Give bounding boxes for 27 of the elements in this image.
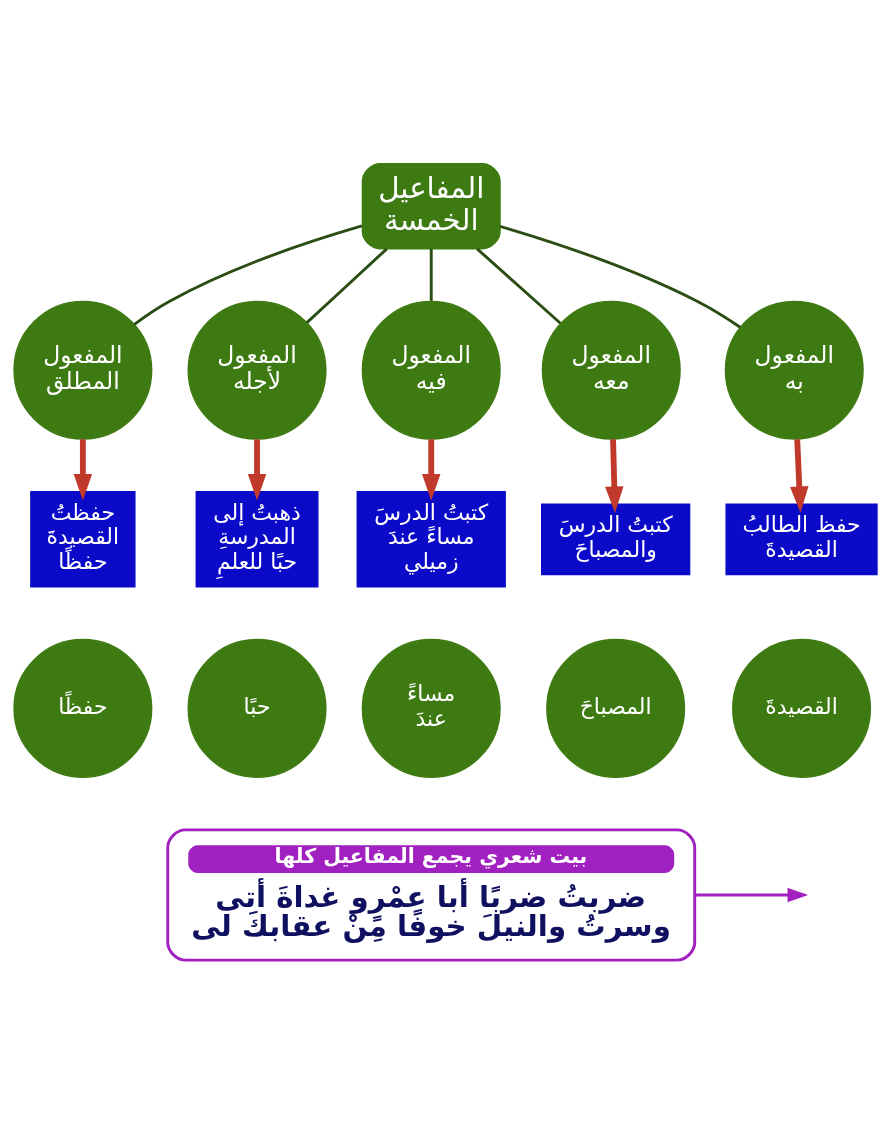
arrow (73, 439, 93, 501)
node-box: كتبتُ الدرسَ مساءً عندَ زميلي (356, 491, 506, 588)
arrow (422, 439, 441, 501)
arrow (790, 439, 809, 513)
node-circle: حفظًا (13, 638, 153, 778)
connector (133, 224, 363, 326)
node-box: حفظ الطالبُ القصيدةَ (725, 503, 878, 576)
node-box: حفظتُ القصيدةَ حفظًا (30, 491, 136, 588)
node-box: بيت شعري يجمع المفاعيل كلها ضربتُ ضربًا أبا عمْرٍو غداةَ أتى وسرتُ والنيلَ خوفًا مِنْ عقابكَ لى (166, 828, 697, 962)
connector (305, 247, 388, 324)
node-circle: المصباحَ (546, 638, 686, 778)
connector (429, 248, 433, 301)
node-box: المفاعيل الخمسة (361, 163, 501, 250)
node-circle: حبًا (187, 638, 327, 778)
node-box: كتبتُ الدرسَ والمصباحَ (541, 503, 691, 576)
arrow (247, 439, 267, 501)
node-circle: المفعول المطلق (13, 300, 153, 440)
node-circle: المفعول فيه (361, 300, 501, 440)
node-circle: مساءً عندَ (361, 638, 501, 778)
connector (499, 225, 741, 329)
node-circle: المفعول معه (541, 300, 681, 440)
node-circle: المفعول لأجله (187, 300, 327, 440)
node-circle: المفعول به (724, 300, 864, 440)
arrow (605, 439, 624, 513)
connector (476, 247, 562, 325)
node-box: ذهبتُ إلى المدرسةِ حبًا للعلمِ (195, 491, 319, 588)
node-circle: القصيدةَ (732, 638, 872, 778)
